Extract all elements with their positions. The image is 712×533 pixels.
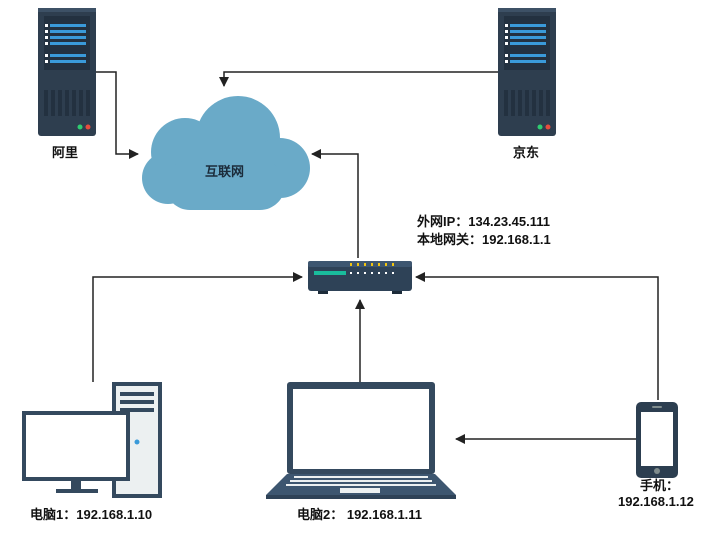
server-jd-label: 京东: [513, 145, 540, 160]
pc2-label: 电脑2： 192.168.1.11: [297, 507, 423, 522]
server-jd-icon: [498, 8, 556, 136]
phone-label-line1: 手机：: [640, 478, 680, 493]
internet-label: 互联网: [205, 164, 245, 179]
router-icon: [308, 261, 412, 294]
arrow-jd-to-internet: [219, 71, 500, 87]
connections: [92, 71, 659, 444]
pc2-laptop-icon: [266, 382, 456, 499]
pc1-monitor-icon: [22, 411, 130, 493]
router-gateway: 本地网关：192.168.1.1: [417, 232, 551, 247]
phone-icon: [636, 402, 678, 478]
server-ali-label: 阿里: [52, 145, 79, 160]
arrow-phone-to-router: [415, 272, 659, 400]
router-wan-ip: 外网IP：134.23.45.111: [417, 214, 550, 229]
internet-cloud-icon: [142, 96, 310, 210]
arrow-pc1-to-router: [92, 272, 303, 382]
phone-label-line2: 192.168.1.12: [618, 494, 694, 509]
arrow-router-to-internet: [311, 149, 359, 258]
server-ali-icon: [38, 8, 96, 136]
arrow-ali-to-internet: [96, 71, 139, 159]
pc1-label: 电脑1：192.168.1.10: [30, 507, 153, 522]
